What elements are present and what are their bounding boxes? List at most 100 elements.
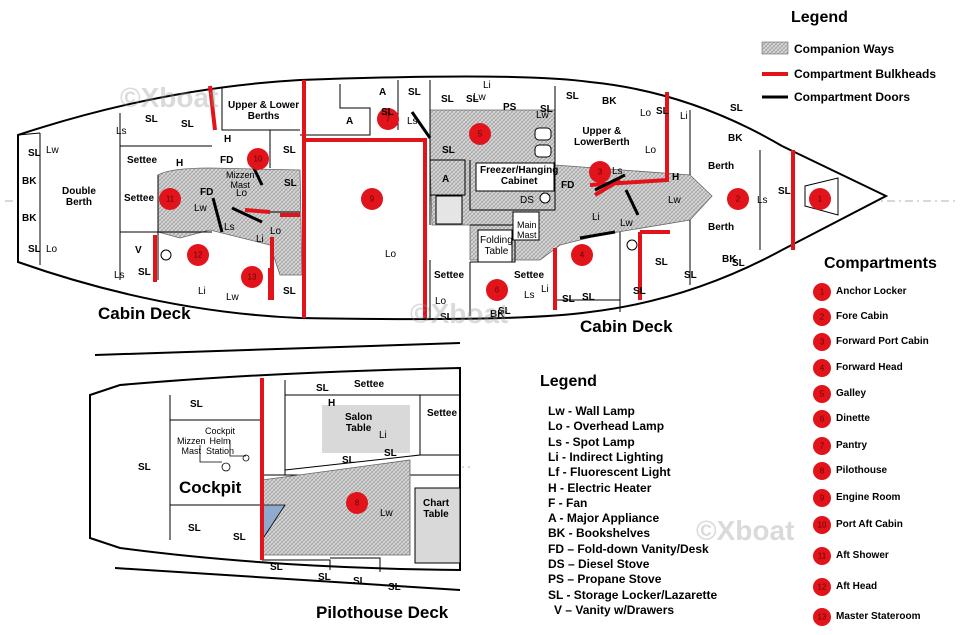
plan-text-upper-lower-aft: Upper & Lower Berths [228, 100, 300, 122]
plan-text-sl: SL [466, 94, 479, 105]
list-marker-3 [813, 333, 831, 351]
plan-text-double-berth: Double Berth [62, 186, 96, 208]
list-marker-8-number: 8 [820, 467, 825, 476]
plan-text-settee-a: Settee [127, 155, 158, 166]
plan-text-sl: SL [441, 94, 454, 105]
deck-label-cockpit: Cockpit [179, 478, 242, 497]
cabin-doors [211, 111, 640, 240]
plan-text-freezer: Freezer/Hanging Cabinet [480, 165, 559, 187]
list-marker-12 [813, 578, 831, 596]
plan-text-lw: Lw [668, 195, 681, 206]
chart-table-shape [414, 487, 461, 564]
legend-hatch-swatch [761, 41, 789, 55]
plan-text-a: A [379, 87, 387, 98]
plan-text-lo: Lo [645, 145, 657, 156]
plan-text-sl: SL [498, 306, 511, 317]
plan-marker-5 [469, 123, 491, 145]
list-marker-3-number: 3 [820, 338, 825, 347]
plan-text-a: A [346, 116, 354, 127]
compartment-label-8: Pilothouse [836, 465, 888, 476]
plan-text-lw: Lw [194, 203, 207, 214]
list-marker-7 [813, 437, 831, 455]
list-marker-2-number: 2 [820, 313, 825, 322]
plan-marker-12-number: 12 [194, 251, 203, 260]
abbreviation-item: H - Electric Heater [548, 480, 652, 495]
plan-text-bk: BK [22, 176, 37, 187]
compartments-title: Compartments [824, 255, 937, 272]
cabin-fixtures [160, 127, 638, 263]
plan-text-li: Li [680, 111, 688, 122]
abbreviation-item: PS – Propane Stove [548, 572, 662, 587]
compartment-label-12: Aft Head [836, 581, 878, 592]
compartment-label-7: Pantry [836, 440, 868, 451]
plan-text-sl: SL [442, 145, 455, 156]
plan-marker-7 [377, 108, 399, 130]
plan-text-sl: SL [28, 148, 41, 159]
compartment-label-6: Dinette [836, 413, 870, 424]
plan-marker-8-number: 8 [355, 499, 360, 508]
plan-marker-10-number: 10 [254, 155, 263, 164]
plan-text-sl: SL [342, 455, 355, 466]
plan-text-settee-d: Settee [514, 270, 545, 281]
plan-text-salon-table: Salon Table [345, 412, 373, 434]
list-marker-12-number: 12 [818, 583, 827, 592]
plan-text-sl: SL [384, 448, 397, 459]
plan-marker-10 [247, 148, 269, 170]
plan-text-ps: PS [503, 102, 517, 113]
abbreviation-item: F - Fan [548, 495, 588, 510]
plan-text-folding-table: Folding Table [480, 235, 513, 257]
list-marker-6 [813, 410, 831, 428]
list-marker-9-number: 9 [820, 494, 825, 503]
list-marker-10 [813, 516, 831, 534]
plan-text-sl: SL [283, 145, 296, 156]
plan-text-settee: Settee [427, 408, 458, 419]
plan-marker-4 [571, 244, 593, 266]
compartment-label-3: Forward Port Cabin [836, 336, 929, 347]
plan-text-sl: SL [138, 462, 151, 473]
pilothouse-bottom-line [114, 567, 461, 591]
plan-text-helm: Cockpit Helm Station [205, 426, 236, 456]
plan-text-li: Li [483, 80, 491, 91]
list-marker-6-number: 6 [820, 415, 825, 424]
plan-marker-11 [159, 188, 181, 210]
plan-text-h: H [328, 398, 336, 409]
plan-text-bk: BK [602, 96, 617, 107]
deck-label-pilothouse: Pilothouse Deck [316, 603, 449, 622]
compartment-label-13: Master Stateroom [836, 611, 921, 622]
plan-text-sl: SL [562, 294, 575, 305]
plan-text-sl: SL [381, 107, 394, 118]
plan-text-sl: SL [684, 270, 697, 281]
plan-text-sl: SL [190, 399, 203, 410]
plan-text-sl: SL [145, 114, 158, 125]
plan-text-lo: Lo [640, 108, 652, 119]
legend-compartment-bulkheads: Compartment Bulkheads [794, 67, 937, 81]
plan-text-sl: SL [233, 532, 246, 543]
plan-text-lo: Lo [236, 188, 248, 199]
plan-text-lo: Lo [435, 296, 447, 307]
list-marker-4 [813, 359, 831, 377]
abbreviation-item: Lf - Fluorescent Light [548, 465, 671, 480]
list-marker-13 [813, 608, 831, 626]
list-marker-13-number: 13 [818, 613, 827, 622]
plan-marker-4-number: 4 [580, 251, 585, 260]
cabin-bulkheads [153, 80, 795, 318]
plan-text-li: Li [198, 286, 206, 297]
plan-marker-7-number: 7 [386, 115, 391, 124]
list-marker-1 [813, 283, 831, 301]
plan-text-berth2: Berth [708, 222, 735, 233]
plan-text-ls: Ls [612, 166, 623, 177]
plan-text-sl: SL [633, 286, 646, 297]
plan-text-sl: SL [138, 267, 151, 278]
abbreviation-legend-title: Legend [540, 373, 597, 390]
plan-text-ds: DS [520, 195, 534, 206]
plan-text-sl: SL [778, 186, 791, 197]
plan-marker-3-number: 3 [598, 168, 603, 177]
compartment-label-10: Port Aft Cabin [836, 519, 903, 530]
list-marker-4-number: 4 [820, 364, 825, 373]
plan-text-sl: SL [732, 258, 745, 269]
abbreviation-item: V – Vanity w/Drawers [554, 602, 675, 617]
plan-marker-3 [589, 161, 611, 183]
list-marker-1-number: 1 [820, 288, 825, 297]
